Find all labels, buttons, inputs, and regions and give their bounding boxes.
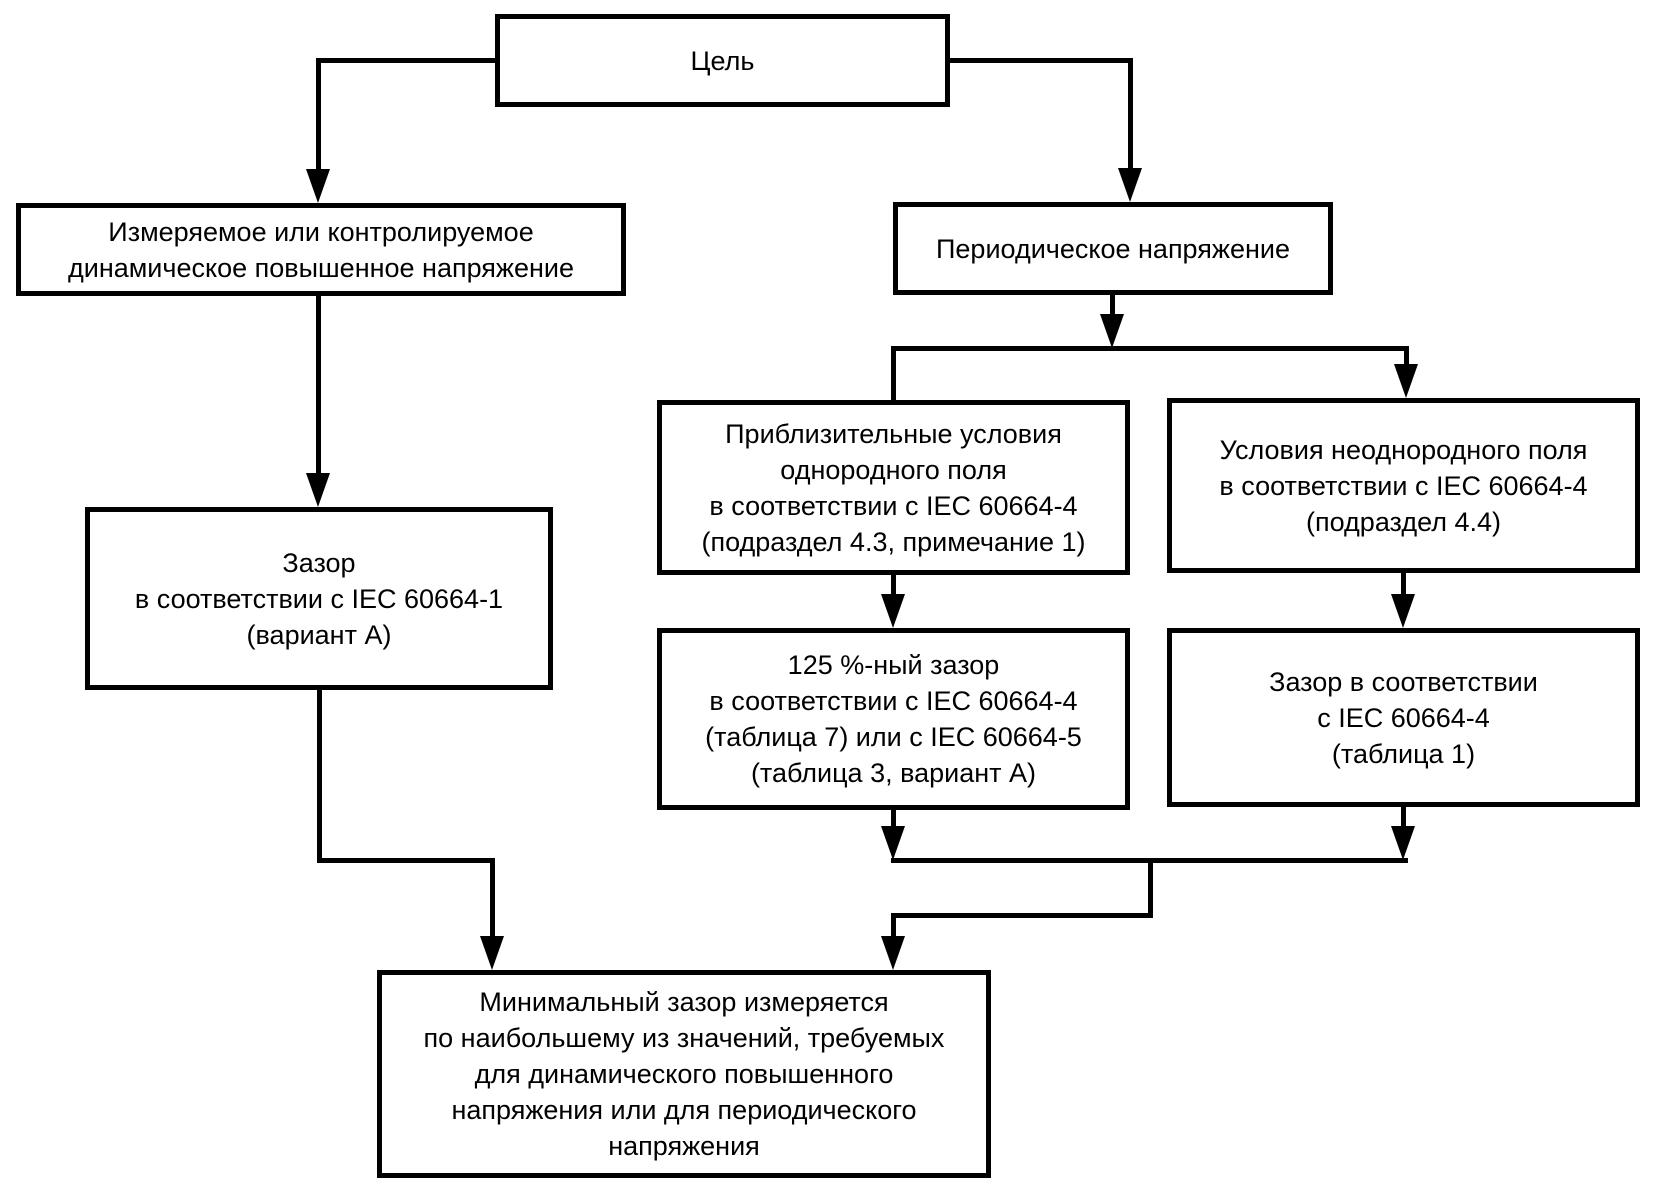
node-dynamic-voltage: Измеряемое или контролируемое динамическ… <box>16 203 626 296</box>
edge-dynamic-clearance1-vline <box>316 296 321 473</box>
edge-goal-dynamic-hline <box>316 58 495 63</box>
node-goal-label: Цель <box>690 45 755 76</box>
node-homogeneous-field-conditions: Приблизительные условия однородного поля… <box>657 400 1130 575</box>
node-goal: Цель <box>495 14 950 107</box>
edge-merge-drop-vline <box>1148 858 1153 918</box>
edge-clearance1-minimum-hline <box>317 858 495 863</box>
edge-merge-minimum-vline <box>891 913 896 936</box>
node-clearance-iec-60664-4-label: Зазор в соответствии с IEC 60664-4 (табл… <box>1269 666 1538 769</box>
edge-goal-dynamic-vline <box>316 58 321 169</box>
edge-clearance125-merge-vline <box>891 810 896 826</box>
edge-goal-periodic-hline <box>950 58 1133 63</box>
arrowhead-periodic-split <box>1100 314 1124 348</box>
edge-clearance1-minimum-vline1 <box>317 690 322 863</box>
edge-split-bar-hline <box>891 346 1408 351</box>
edge-clearance1-minimum-vline2 <box>490 858 495 936</box>
edge-merge-jog-hline <box>891 913 1153 918</box>
arrowhead-dynamic-clearance1 <box>306 473 330 507</box>
node-clearance-iec-60664-1: Зазор в соответствии с IEC 60664-1 (вари… <box>85 507 553 690</box>
arrowhead-goal-dynamic <box>306 169 330 203</box>
node-clearance-iec-60664-4: Зазор в соответствии с IEC 60664-4 (табл… <box>1167 628 1640 807</box>
edge-split-homogeneous-vline <box>891 346 896 400</box>
node-inhomogeneous-field-conditions-label: Условия неоднородного поля в соответстви… <box>1219 434 1588 537</box>
node-homogeneous-field-conditions-label: Приблизительные условия однородного поля… <box>701 418 1086 557</box>
edge-split-inhomogeneous-vline <box>1404 346 1409 364</box>
arrowhead-clearance125-merge <box>881 826 905 860</box>
arrowhead-goal-periodic <box>1118 168 1142 202</box>
edge-inhomogeneous-clearance4-vline <box>1401 573 1406 594</box>
arrowhead-homogeneous-clearance125 <box>881 594 905 628</box>
node-periodic-voltage-label: Периодическое напряжение <box>936 233 1290 264</box>
edge-clearance4-merge-vline <box>1401 807 1406 826</box>
node-periodic-voltage: Периодическое напряжение <box>893 202 1333 295</box>
edge-periodic-split-vline <box>1110 295 1115 314</box>
arrowhead-clearance1-minimum <box>480 936 504 970</box>
arrowhead-split-inhomogeneous <box>1394 364 1418 398</box>
node-minimum-clearance-label: Минимальный зазор измеряется по наибольш… <box>423 987 945 1161</box>
node-minimum-clearance: Минимальный зазор измеряется по наибольш… <box>377 970 991 1178</box>
node-clearance-125-percent-label: 125 %-ный зазор в соответствии с IEC 606… <box>705 650 1082 788</box>
edge-goal-periodic-vline <box>1128 58 1133 168</box>
edge-homogeneous-clearance125-vline <box>891 575 896 594</box>
node-inhomogeneous-field-conditions: Условия неоднородного поля в соответстви… <box>1167 398 1640 573</box>
arrowhead-clearance4-merge <box>1391 826 1415 860</box>
node-clearance-iec-60664-1-label: Зазор в соответствии с IEC 60664-1 (вари… <box>134 547 504 650</box>
node-dynamic-voltage-label: Измеряемое или контролируемое динамическ… <box>67 216 575 283</box>
node-clearance-125-percent: 125 %-ный зазор в соответствии с IEC 606… <box>657 628 1130 810</box>
arrowhead-merge-minimum <box>881 936 905 970</box>
arrowhead-inhomogeneous-clearance4 <box>1391 594 1415 628</box>
